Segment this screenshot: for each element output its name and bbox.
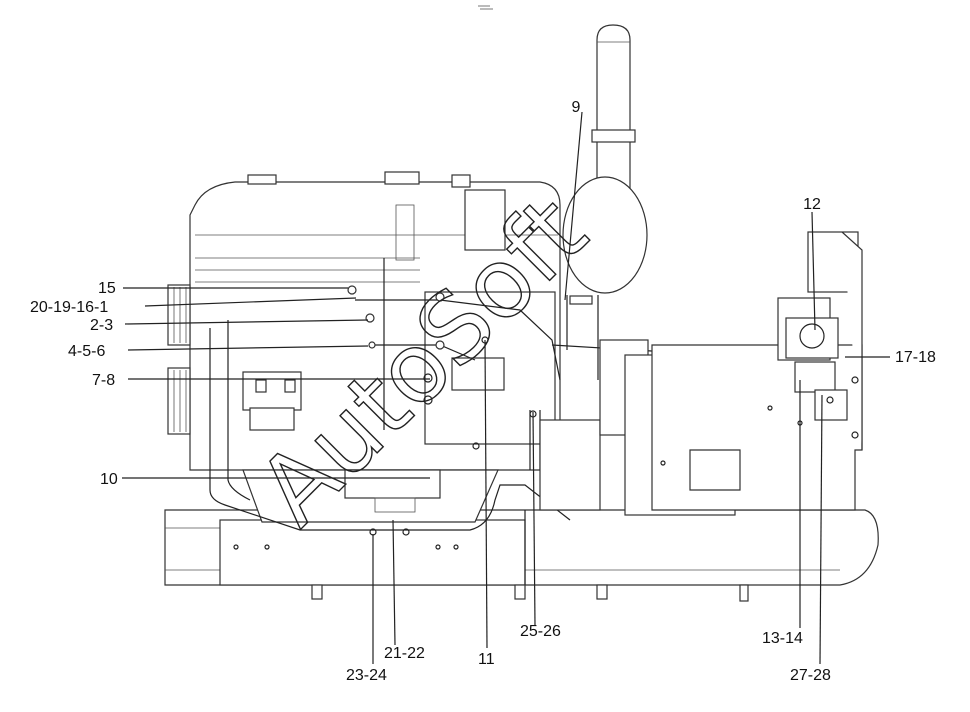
callout-23-24: 23-24 — [346, 667, 387, 684]
callout-27-28: 27-28 — [790, 667, 831, 684]
pulleys — [167, 284, 191, 435]
callout-15: 15 — [98, 280, 116, 297]
callout-2-3: 2-3 — [90, 317, 113, 334]
callout-9: 9 — [572, 99, 581, 116]
chassis-frame — [164, 509, 879, 602]
callout-labels: 9 12 15 20-19-16-1 2-3 4-5-6 7-8 17-18 1… — [30, 99, 936, 684]
callout-7-8: 7-8 — [92, 372, 115, 389]
callout-25-26: 25-26 — [520, 623, 561, 640]
callout-11: 11 — [478, 651, 495, 668]
callout-12: 12 — [803, 196, 821, 213]
callout-21-22: 21-22 — [384, 645, 425, 662]
callout-20-19-16-1: 20-19-16-1 — [30, 299, 108, 316]
oil-pan — [242, 469, 499, 523]
callout-10: 10 — [100, 471, 118, 488]
top-mark — [478, 5, 493, 10]
radiator — [539, 231, 863, 516]
callout-17-18: 17-18 — [895, 349, 936, 366]
engine-block — [189, 171, 561, 471]
callout-4-5-6: 4-5-6 — [68, 343, 105, 360]
exhaust-pipe — [562, 24, 648, 380]
leader-lines — [122, 111, 890, 665]
callout-13-14: 13-14 — [762, 630, 803, 647]
